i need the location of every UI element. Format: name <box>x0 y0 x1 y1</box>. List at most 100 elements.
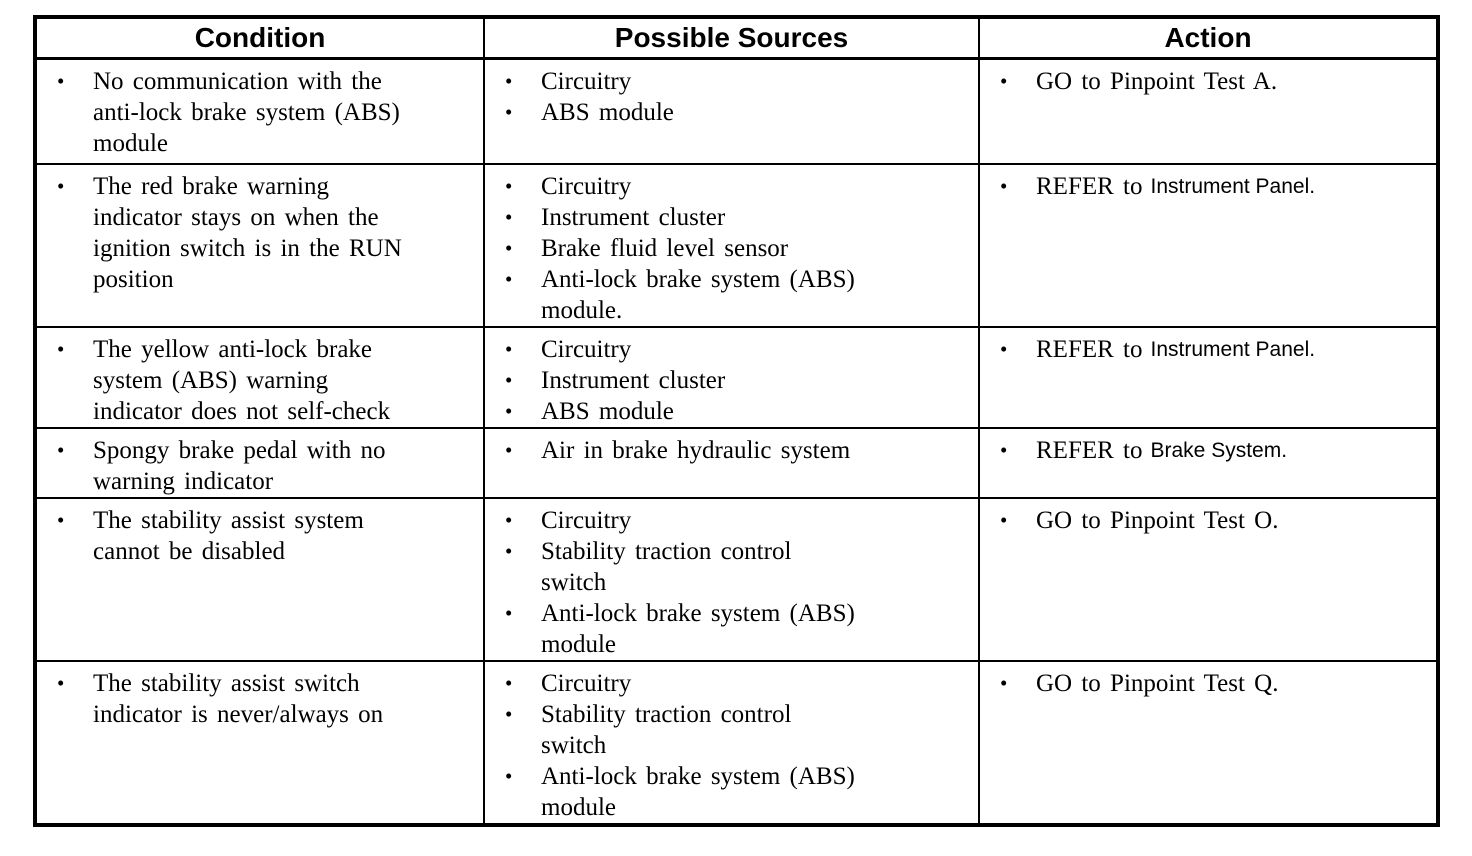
table-row: • The yellow anti-lock brake system (ABS)… <box>34 325 1439 429</box>
cell-text: Spongy brake pedal with no warning indic… <box>93 436 386 495</box>
cell-possible-sources: •Air in brake hydraulic system <box>483 426 980 499</box>
bullet-item: • The stability assist switch indicator i… <box>37 668 477 730</box>
cell-text: Air in brake hydraulic system <box>541 436 851 464</box>
bullet-icon: • <box>505 507 513 532</box>
bullet-icon: • <box>505 204 513 229</box>
bullet-item: • The red brake warning indicator stays o… <box>37 171 477 295</box>
header-row: Condition Possible Sources Action <box>34 16 1439 60</box>
bullet-item: • Instrument cluster <box>485 202 972 233</box>
cell-possible-sources: • Circuitry • Stability traction control sw… <box>483 659 980 826</box>
cell-text: Circuitry <box>541 172 632 200</box>
bullet-item: • Spongy brake pedal with no warning indi… <box>37 435 477 497</box>
bullet-item: • GO to Pinpoint Test O. <box>980 505 1430 536</box>
cell-text: Anti-lock brake system (ABS) module. <box>541 265 855 324</box>
bullet-icon: • <box>505 336 513 361</box>
bullet-icon: • <box>1000 437 1008 462</box>
bullet-icon: • <box>505 600 513 625</box>
bullet-item: • Stability traction control switch <box>485 536 972 598</box>
bullet-item: • GO to Pinpoint Test A. <box>980 66 1430 97</box>
cell-condition: • The yellow anti-lock brake system (ABS)… <box>34 325 485 429</box>
action-reference-text: Brake System. <box>1150 438 1288 462</box>
cell-possible-sources: • Circuitry • Instrument cluster • Brake flui… <box>483 162 980 328</box>
action-reference-text: Instrument Panel. <box>1150 337 1316 361</box>
bullet-icon: • <box>505 763 513 788</box>
cell-text: REFER to <box>1036 172 1143 200</box>
table-body: • No communication with the anti-lock bra… <box>34 57 1439 826</box>
cell-text: The stability assist switch indicator is… <box>93 669 384 728</box>
cell-text: Circuitry <box>541 506 632 534</box>
cell-possible-sources: • Circuitry • ABS module <box>483 57 980 165</box>
bullet-icon: • <box>1000 507 1008 532</box>
bullet-item: • Circuitry <box>485 66 972 97</box>
bullet-icon: • <box>57 336 65 361</box>
cell-possible-sources: •Circuitry•Instrument cluster•ABS module <box>483 325 980 429</box>
cell-text: Anti-lock brake system (ABS) module <box>541 599 855 658</box>
bullet-item: • Circuitry <box>485 334 972 365</box>
cell-text: REFER to <box>1036 335 1143 363</box>
bullet-item: • GO to Pinpoint Test Q. <box>980 668 1430 699</box>
bullet-item: • REFER to Brake System. <box>980 435 1430 466</box>
cell-text: Circuitry <box>541 669 632 697</box>
bullet-icon: • <box>1000 69 1008 93</box>
cell-condition: •The stability assist system cannot be d… <box>34 496 485 662</box>
bullet-icon: • <box>57 437 65 462</box>
bullet-item: • The yellow anti-lock brake system (ABS)… <box>37 334 477 427</box>
bullet-item: •Air in brake hydraulic system <box>485 435 972 466</box>
cell-condition: • No communication with the anti-lock bra… <box>34 57 485 165</box>
bullet-icon: • <box>505 173 513 198</box>
bullet-item: • Anti-lock brake system (ABS) module <box>485 598 972 660</box>
cell-text: The yellow anti-lock brake system (ABS) … <box>93 335 391 425</box>
cell-text: Brake fluid level sensor <box>541 234 789 262</box>
cell-text: ABS module <box>541 99 674 126</box>
bullet-icon: • <box>57 69 65 93</box>
cell-condition: • The red brake warning indicator stays o… <box>34 162 485 328</box>
bullet-icon: • <box>505 538 513 563</box>
bullet-item: • Anti-lock brake system (ABS) module <box>485 761 972 823</box>
bullet-icon: • <box>57 507 65 532</box>
column-header-condition: Condition <box>34 16 485 60</box>
cell-text: GO to Pinpoint Test Q. <box>1036 669 1279 697</box>
bullet-icon: • <box>505 69 513 93</box>
cell-text: No communication with the anti-lock brak… <box>93 68 400 157</box>
table-row: • No communication with the anti-lock bra… <box>34 57 1439 165</box>
cell-text: Stability traction control switch <box>541 537 792 596</box>
cell-text: REFER to <box>1036 436 1143 464</box>
cell-text: Anti-lock brake system (ABS) module <box>541 762 855 821</box>
table-row: • Spongy brake pedal with no warning indi… <box>34 426 1439 499</box>
bullet-icon: • <box>505 100 513 124</box>
cell-text: Circuitry <box>541 335 632 363</box>
column-header-action: Action <box>978 16 1439 60</box>
cell-text: ABS module <box>541 397 674 425</box>
cell-text: GO to Pinpoint Test A. <box>1036 68 1278 95</box>
cell-text: Circuitry <box>541 68 632 95</box>
bullet-icon: • <box>57 670 65 695</box>
cell-text: GO to Pinpoint Test O. <box>1036 506 1279 534</box>
cell-condition: • The stability assist switch indicator i… <box>34 659 485 826</box>
cell-action: • GO to Pinpoint Test O. <box>978 496 1439 662</box>
cell-text: Instrument cluster <box>541 366 726 394</box>
cell-text: Stability traction control switch <box>541 700 792 759</box>
bullet-item: • Anti-lock brake system (ABS) module. <box>485 264 972 326</box>
bullet-item: • Circuitry <box>485 505 972 536</box>
cell-condition: • Spongy brake pedal with no warning indi… <box>34 426 485 499</box>
bullet-icon: • <box>1000 670 1008 695</box>
bullet-item: • Circuitry <box>485 171 972 202</box>
bullet-icon: • <box>505 266 513 291</box>
cell-text: Instrument cluster <box>541 203 726 231</box>
cell-text: The red brake warning indicator stays on… <box>93 172 402 293</box>
bullet-item: • ABS module <box>485 97 972 128</box>
diagnostic-table: Condition Possible Sources Action • No co… <box>33 15 1440 827</box>
bullet-item: • Circuitry <box>485 668 972 699</box>
cell-possible-sources: • Circuitry • Stability traction control sw… <box>483 496 980 662</box>
bullet-icon: • <box>1000 173 1008 198</box>
bullet-item: • No communication with the anti-lock bra… <box>37 66 477 159</box>
bullet-icon: • <box>505 398 513 423</box>
bullet-icon: • <box>57 173 65 198</box>
bullet-icon: • <box>505 670 513 695</box>
column-header-possible-sources: Possible Sources <box>483 16 980 60</box>
bullet-item: • ABS module <box>485 396 972 427</box>
